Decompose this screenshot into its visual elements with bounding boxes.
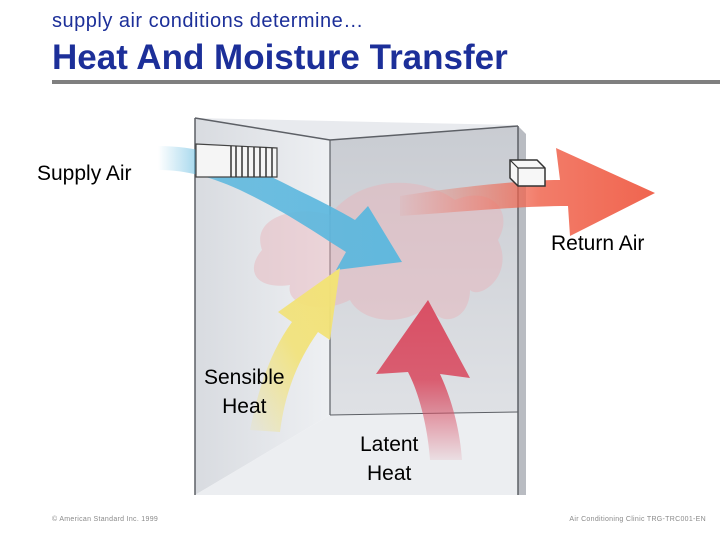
supply-air-label: Supply Air — [37, 162, 132, 185]
sensible-heat-label-line1: Sensible — [204, 366, 285, 389]
latent-heat-label-line1: Latent — [360, 433, 419, 456]
return-air-arrow — [400, 148, 655, 236]
slide-subtitle: supply air conditions determine… — [52, 10, 364, 32]
sensible-heat-arrow — [250, 268, 340, 432]
title-rule — [52, 80, 720, 84]
course-code-footer: Air Conditioning Clinic TRG-TRC001-EN — [569, 516, 706, 523]
sensible-heat-label-line2: Heat — [222, 395, 267, 418]
return-air-label: Return Air — [551, 232, 645, 255]
return-grille — [509, 159, 546, 187]
slide-title: Heat And Moisture Transfer — [52, 38, 508, 77]
latent-heat-label: Latent Heat — [360, 430, 418, 488]
sensible-heat-label: Sensible Heat — [204, 363, 285, 421]
supply-diffuser — [195, 143, 278, 178]
latent-heat-arrow — [376, 300, 470, 460]
copyright-footer: © American Standard Inc. 1999 — [52, 516, 159, 523]
latent-heat-label-line2: Heat — [367, 462, 412, 485]
